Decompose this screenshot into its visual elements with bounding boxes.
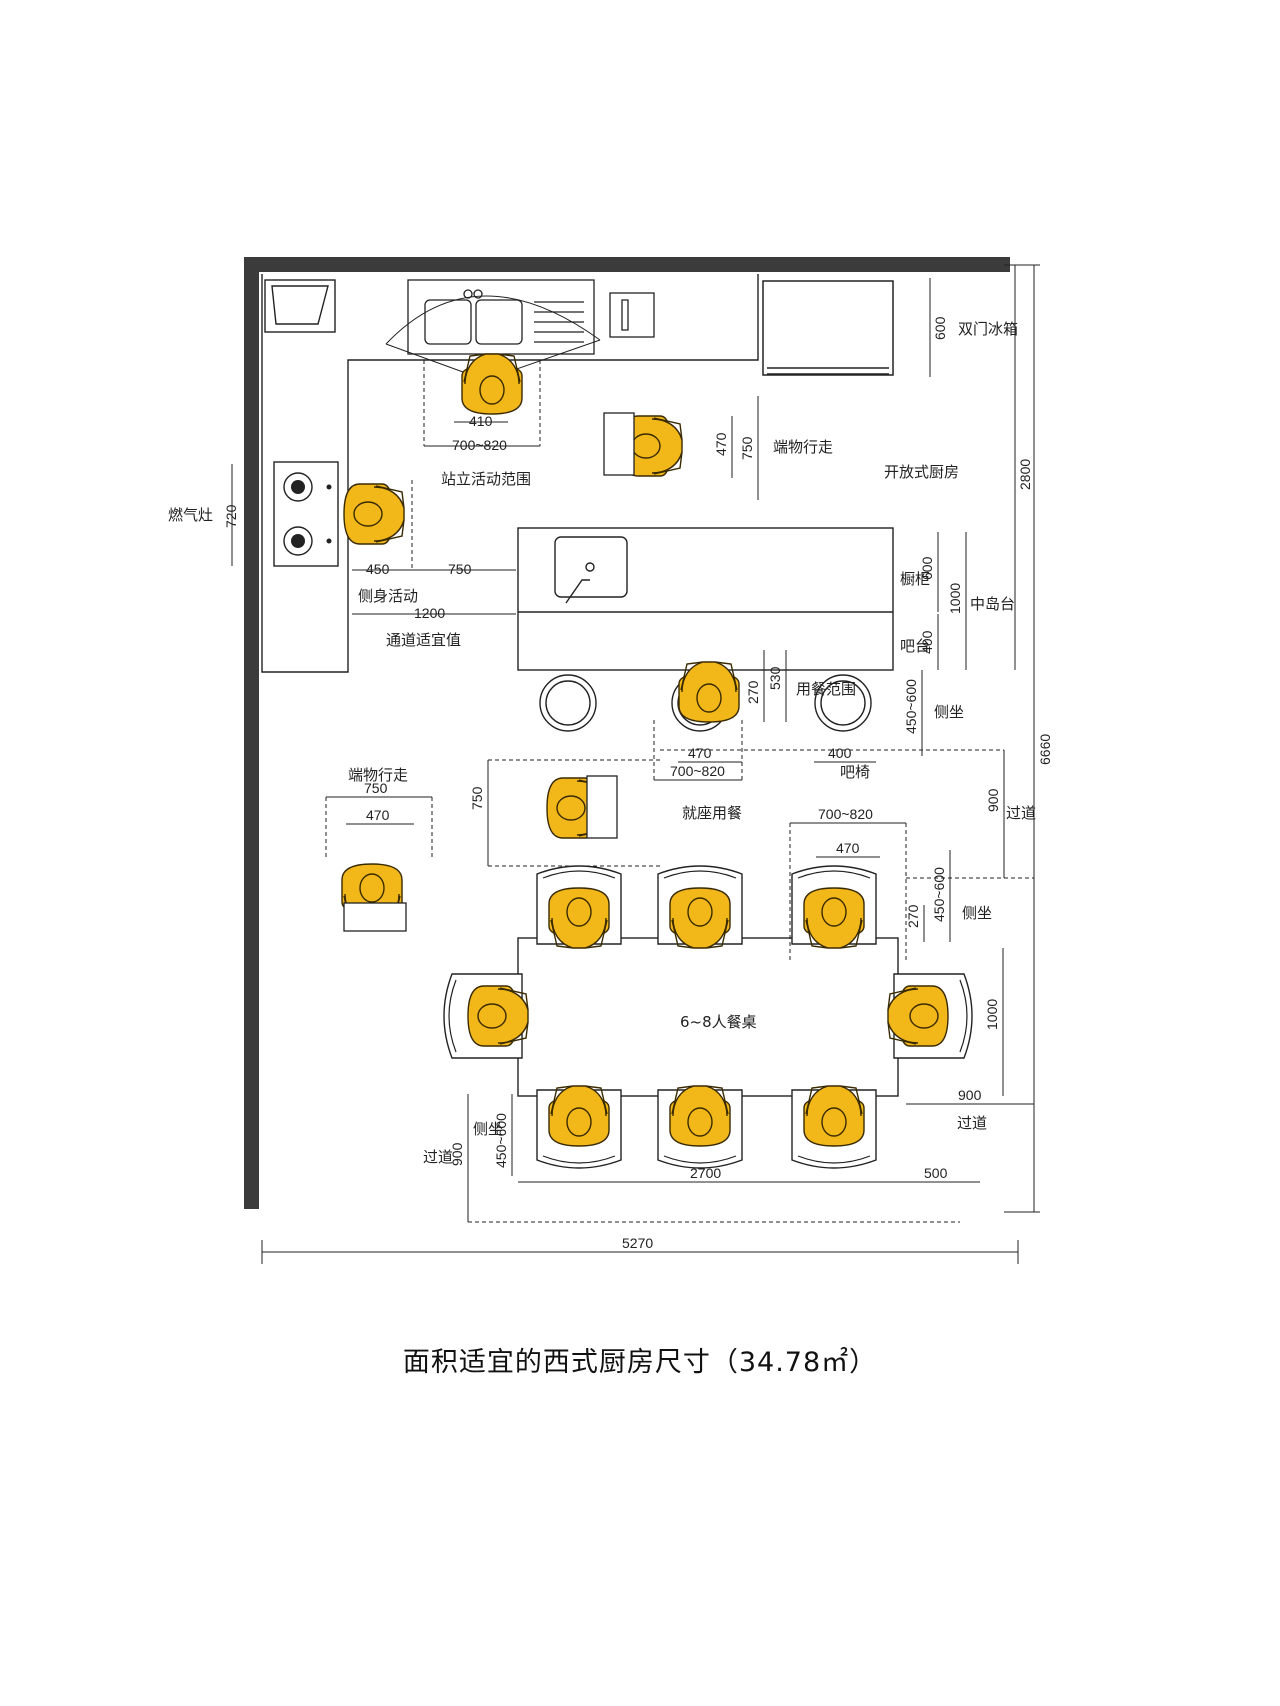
dim-walk-left-470: 470 [366,807,390,823]
dim-left-side-sit: 450~600 [493,1113,509,1168]
dim-walk-top-outer: 750 [739,436,755,460]
dim-side-sit-top: 450~600 [903,679,919,734]
label-standing-range: 站立活动范围 [441,470,531,488]
dim-seated-750: 750 [469,786,485,810]
label-walk-holding-left: 端物行走 [348,766,408,784]
label-table: 6~8人餐桌 [680,1013,757,1031]
label-seated-dining: 就座用餐 [682,804,742,822]
figure-caption: 面积适宜的西式厨房尺寸（34.78㎡） [402,1347,878,1378]
dim-island-1000: 1000 [947,583,963,614]
island [517,527,894,671]
label-fridge: 双门冰箱 [958,320,1018,338]
label-island: 中岛台 [970,595,1015,613]
kitchen-floor-plan: 双门冰箱 站立活动范围 端物行走 开放式厨房 燃气灶 侧身活动 通道适宜值 橱柜… [168,257,1053,1264]
dimension-lines [231,264,1040,1264]
dim-table-470: 470 [836,840,860,856]
label-aisle-width: 通道适宜值 [386,631,461,649]
label-walk-holding-top: 端物行走 [773,438,833,456]
dim-aisle-1200: 1200 [414,605,445,621]
dim-stove-width: 720 [223,504,239,528]
label-gas-stove: 燃气灶 [168,506,213,524]
sink-range-arc [385,295,601,345]
label-dining-range: 用餐范围 [796,680,856,698]
label-side-sit-top: 侧坐 [934,703,964,721]
dim-fridge-depth: 600 [932,316,948,340]
dim-bar-400: 400 [919,630,935,654]
dim-dining-270: 270 [745,680,761,704]
label-bar-counter: 吧台 [900,637,930,655]
dim-side-750: 750 [448,561,472,577]
dim-passage-900-top: 900 [985,788,1001,812]
dim-bar-person-470: 470 [688,745,712,761]
dim-left-passage-900: 900 [449,1142,465,1166]
dim-sink-person: 410 [469,413,493,429]
dim-bar-person-range: 700~820 [670,763,725,779]
labels: 双门冰箱 站立活动范围 端物行走 开放式厨房 燃气灶 侧身活动 通道适宜值 橱柜… [168,320,1036,1166]
kitchen-sink [407,279,655,355]
dim-table-270: 270 [905,904,921,928]
label-passage-right-top: 过道 [1006,804,1036,822]
label-bar-stool: 吧椅 [840,763,870,781]
dim-dining-530: 530 [767,666,783,690]
dim-side-450: 450 [366,561,390,577]
dim-stool-400: 400 [828,745,852,761]
activity-zones [325,360,1035,1223]
fridge [762,280,894,376]
label-side-sit-left: 侧坐 [473,1120,503,1138]
dim-cabinet-600: 600 [919,556,935,580]
label-open-kitchen: 开放式厨房 [884,463,959,481]
gas-stove [273,461,339,567]
dim-walk-left-750: 750 [364,780,388,796]
dim-total-height: 6660 [1037,734,1053,765]
dim-table-range: 700~820 [818,806,873,822]
dimension-values: 600 2800 6660 720 410 700~820 470 750 45… [223,316,1053,1251]
label-passage-left: 过道 [423,1148,453,1166]
trays [343,412,635,932]
dim-passage-900-right: 900 [958,1087,982,1103]
dim-table-2700: 2700 [690,1165,721,1181]
label-side-activity: 侧身活动 [358,587,418,605]
label-cabinet: 橱柜 [900,570,930,588]
dim-table-1000: 1000 [984,999,1000,1030]
walls [244,257,1010,1209]
dim-walk-top: 470 [713,432,729,456]
label-side-sit-right: 侧坐 [962,904,992,922]
dim-table-side-sit: 450~600 [931,867,947,922]
dim-table-500: 500 [924,1165,948,1181]
label-passage-right-bottom: 过道 [957,1114,987,1132]
dim-total-width: 5270 [622,1235,653,1251]
dim-sink-range: 700~820 [452,437,507,453]
dim-total-height-top: 2800 [1017,459,1033,490]
